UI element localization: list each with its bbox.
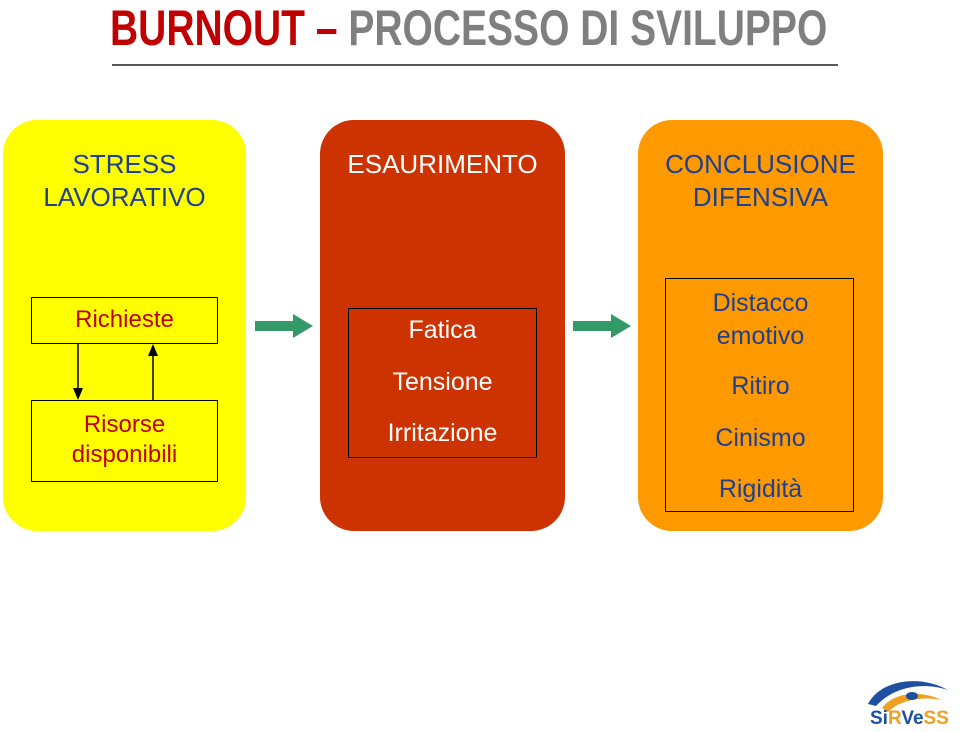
box-risorse: Risorse disponibili bbox=[31, 400, 218, 482]
logo-letter: S bbox=[936, 708, 949, 729]
arrow-right-icon bbox=[255, 314, 313, 338]
panel-conclusione: CONCLUSIONE DIFENSIVA Distacco emotivo R… bbox=[638, 120, 883, 531]
panel-stress-heading: STRESS LAVORATIVO bbox=[43, 149, 206, 212]
logo-letter: V bbox=[901, 708, 913, 729]
title-divider bbox=[112, 64, 838, 66]
box-conclusione bbox=[665, 278, 854, 512]
item-rigidita: Rigidità bbox=[718, 475, 803, 503]
panel-stress: STRESS LAVORATIVO Richieste Risorse disp… bbox=[3, 120, 246, 531]
item-tensione: Tensione bbox=[392, 368, 493, 396]
item-irritazione: Irritazione bbox=[387, 419, 498, 447]
logo-letter: e bbox=[912, 708, 924, 729]
item-distacco: Distacco emotivo bbox=[712, 289, 809, 350]
sirvess-logo-text: SiRVeSS bbox=[870, 708, 949, 730]
slide-title: BURNOUT – PROCESSO DI SVILUPPO bbox=[110, 0, 827, 56]
feedback-arrows bbox=[73, 344, 158, 400]
item-cinismo: Cinismo bbox=[715, 424, 806, 452]
item-ritiro: Ritiro bbox=[731, 372, 790, 400]
panel-conclusione-heading: CONCLUSIONE DIFENSIVA bbox=[665, 149, 856, 212]
panel-esaurimento-heading: ESAURIMENTO bbox=[347, 149, 538, 179]
arrow-right-icon bbox=[573, 314, 631, 338]
logo-letter: Si bbox=[870, 708, 888, 729]
logo-letter: S bbox=[923, 708, 937, 729]
item-fatica: Fatica bbox=[408, 316, 477, 344]
box-richieste: Richieste bbox=[31, 297, 218, 344]
title-subtitle: PROCESSO DI SVILUPPO bbox=[348, 0, 828, 56]
title-burnout: BURNOUT – bbox=[110, 0, 349, 56]
panel-esaurimento: ESAURIMENTO Fatica Tensione Irritazione bbox=[320, 120, 565, 531]
sirvess-logo-icon bbox=[868, 681, 948, 712]
box-esaurimento bbox=[348, 308, 537, 458]
logo-letter: R bbox=[887, 708, 902, 729]
